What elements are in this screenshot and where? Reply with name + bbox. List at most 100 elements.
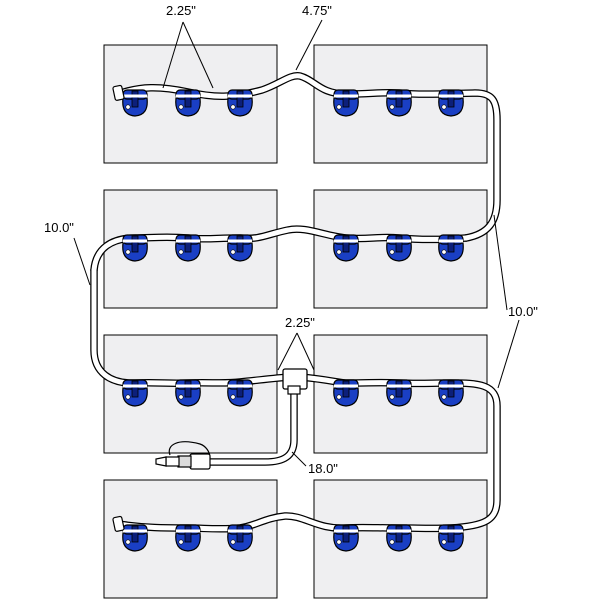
cap-indicator <box>230 249 236 255</box>
cap-float-window <box>184 235 192 253</box>
cap-float-window <box>131 380 139 398</box>
cap-r1-b1-1 <box>122 89 148 117</box>
tee-fitting-stem <box>287 385 301 395</box>
cap-r1-b1-2 <box>175 89 201 117</box>
connector-body <box>189 453 211 470</box>
cap-r4-b2-2 <box>386 524 412 552</box>
cap-indicator <box>178 394 184 400</box>
cap-float-window <box>184 380 192 398</box>
cap-float-window <box>236 235 244 253</box>
cap-indicator <box>125 539 131 545</box>
cap-indicator <box>336 249 342 255</box>
cap-indicator <box>336 394 342 400</box>
cap-float-window <box>342 90 350 108</box>
cap-indicator <box>125 249 131 255</box>
cap-r2-b1-3 <box>227 234 253 262</box>
cap-float-window <box>447 235 455 253</box>
tube-5 <box>207 381 297 465</box>
cap-indicator <box>389 104 395 110</box>
cap-float-window <box>236 525 244 543</box>
leader-cap-spacing-a <box>162 21 184 89</box>
cap-float-window <box>342 380 350 398</box>
cap-r3-b1-3 <box>227 379 253 407</box>
cap-float-window <box>447 380 455 398</box>
cap-r1-b1-3 <box>227 89 253 117</box>
cap-indicator <box>441 104 447 110</box>
cap-indicator <box>336 539 342 545</box>
connector-collar <box>177 455 192 468</box>
cap-float-window <box>395 380 403 398</box>
cap-r3-b2-3 <box>438 379 464 407</box>
cap-indicator <box>336 104 342 110</box>
dimension-label-cap-spacing-top: 2.25" <box>166 3 196 18</box>
cap-indicator <box>125 394 131 400</box>
cap-indicator <box>178 539 184 545</box>
dimension-label-right-run: 10.0" <box>508 304 538 319</box>
cap-float-window <box>342 525 350 543</box>
leader-cap-spacing-b <box>182 21 214 89</box>
dimension-label-fill-hose: 18.0" <box>308 461 338 476</box>
cap-r2-b1-2 <box>175 234 201 262</box>
cap-indicator <box>178 104 184 110</box>
cap-r4-b1-2 <box>175 524 201 552</box>
connector-strap <box>168 441 211 459</box>
cap-r2-b2-2 <box>386 234 412 262</box>
cap-r4-b2-1 <box>333 524 359 552</box>
cap-indicator <box>389 394 395 400</box>
cap-r1-b2-2 <box>386 89 412 117</box>
cap-float-window <box>184 525 192 543</box>
cap-indicator <box>230 539 236 545</box>
cap-r4-b2-3 <box>438 524 464 552</box>
fill-connector <box>155 441 211 470</box>
cap-indicator <box>389 249 395 255</box>
dimension-leader-layer <box>73 19 520 467</box>
cap-float-window <box>395 90 403 108</box>
leader-left-run <box>73 237 91 286</box>
cap-float-window <box>395 525 403 543</box>
leader-fill-hose <box>291 451 307 467</box>
cap-float-window <box>236 90 244 108</box>
cap-indicator <box>441 249 447 255</box>
cap-float-window <box>131 235 139 253</box>
end-plug-2 <box>112 515 125 532</box>
cap-indicator <box>441 394 447 400</box>
cap-r4-b1-1 <box>122 524 148 552</box>
leader-jumper <box>295 19 323 71</box>
dimension-label-jumper-top: 4.75" <box>302 3 332 18</box>
cap-float-window <box>184 90 192 108</box>
cap-indicator <box>230 394 236 400</box>
cap-r1-b2-3 <box>438 89 464 117</box>
end-plug-1 <box>112 84 125 101</box>
cap-float-window <box>447 90 455 108</box>
cap-indicator <box>389 539 395 545</box>
leader-right-run-high <box>493 214 508 311</box>
cap-float-window <box>342 235 350 253</box>
cap-float-window <box>395 235 403 253</box>
cap-r2-b1-1 <box>122 234 148 262</box>
cap-indicator <box>178 249 184 255</box>
cap-r2-b2-3 <box>438 234 464 262</box>
leader-right-run-low <box>497 319 520 389</box>
dimension-label-left-run: 10.0" <box>44 220 74 235</box>
cap-indicator <box>230 104 236 110</box>
cap-r2-b2-1 <box>333 234 359 262</box>
cap-indicator <box>125 104 131 110</box>
cap-float-window <box>447 525 455 543</box>
cap-r3-b2-1 <box>333 379 359 407</box>
cap-indicator <box>441 539 447 545</box>
leader-tee-a <box>277 332 298 371</box>
leader-tee-b <box>296 332 315 371</box>
connector-nipple <box>155 456 167 467</box>
cap-float-window <box>131 525 139 543</box>
cap-r4-b1-3 <box>227 524 253 552</box>
cap-float-window <box>236 380 244 398</box>
connector-coupler <box>165 456 180 467</box>
cap-r1-b2-1 <box>333 89 359 117</box>
cap-r3-b1-2 <box>175 379 201 407</box>
dimension-label-tee-spacing: 2.25" <box>285 315 315 330</box>
cap-float-window <box>131 90 139 108</box>
cap-r3-b1-1 <box>122 379 148 407</box>
fitting-layer <box>112 84 308 532</box>
